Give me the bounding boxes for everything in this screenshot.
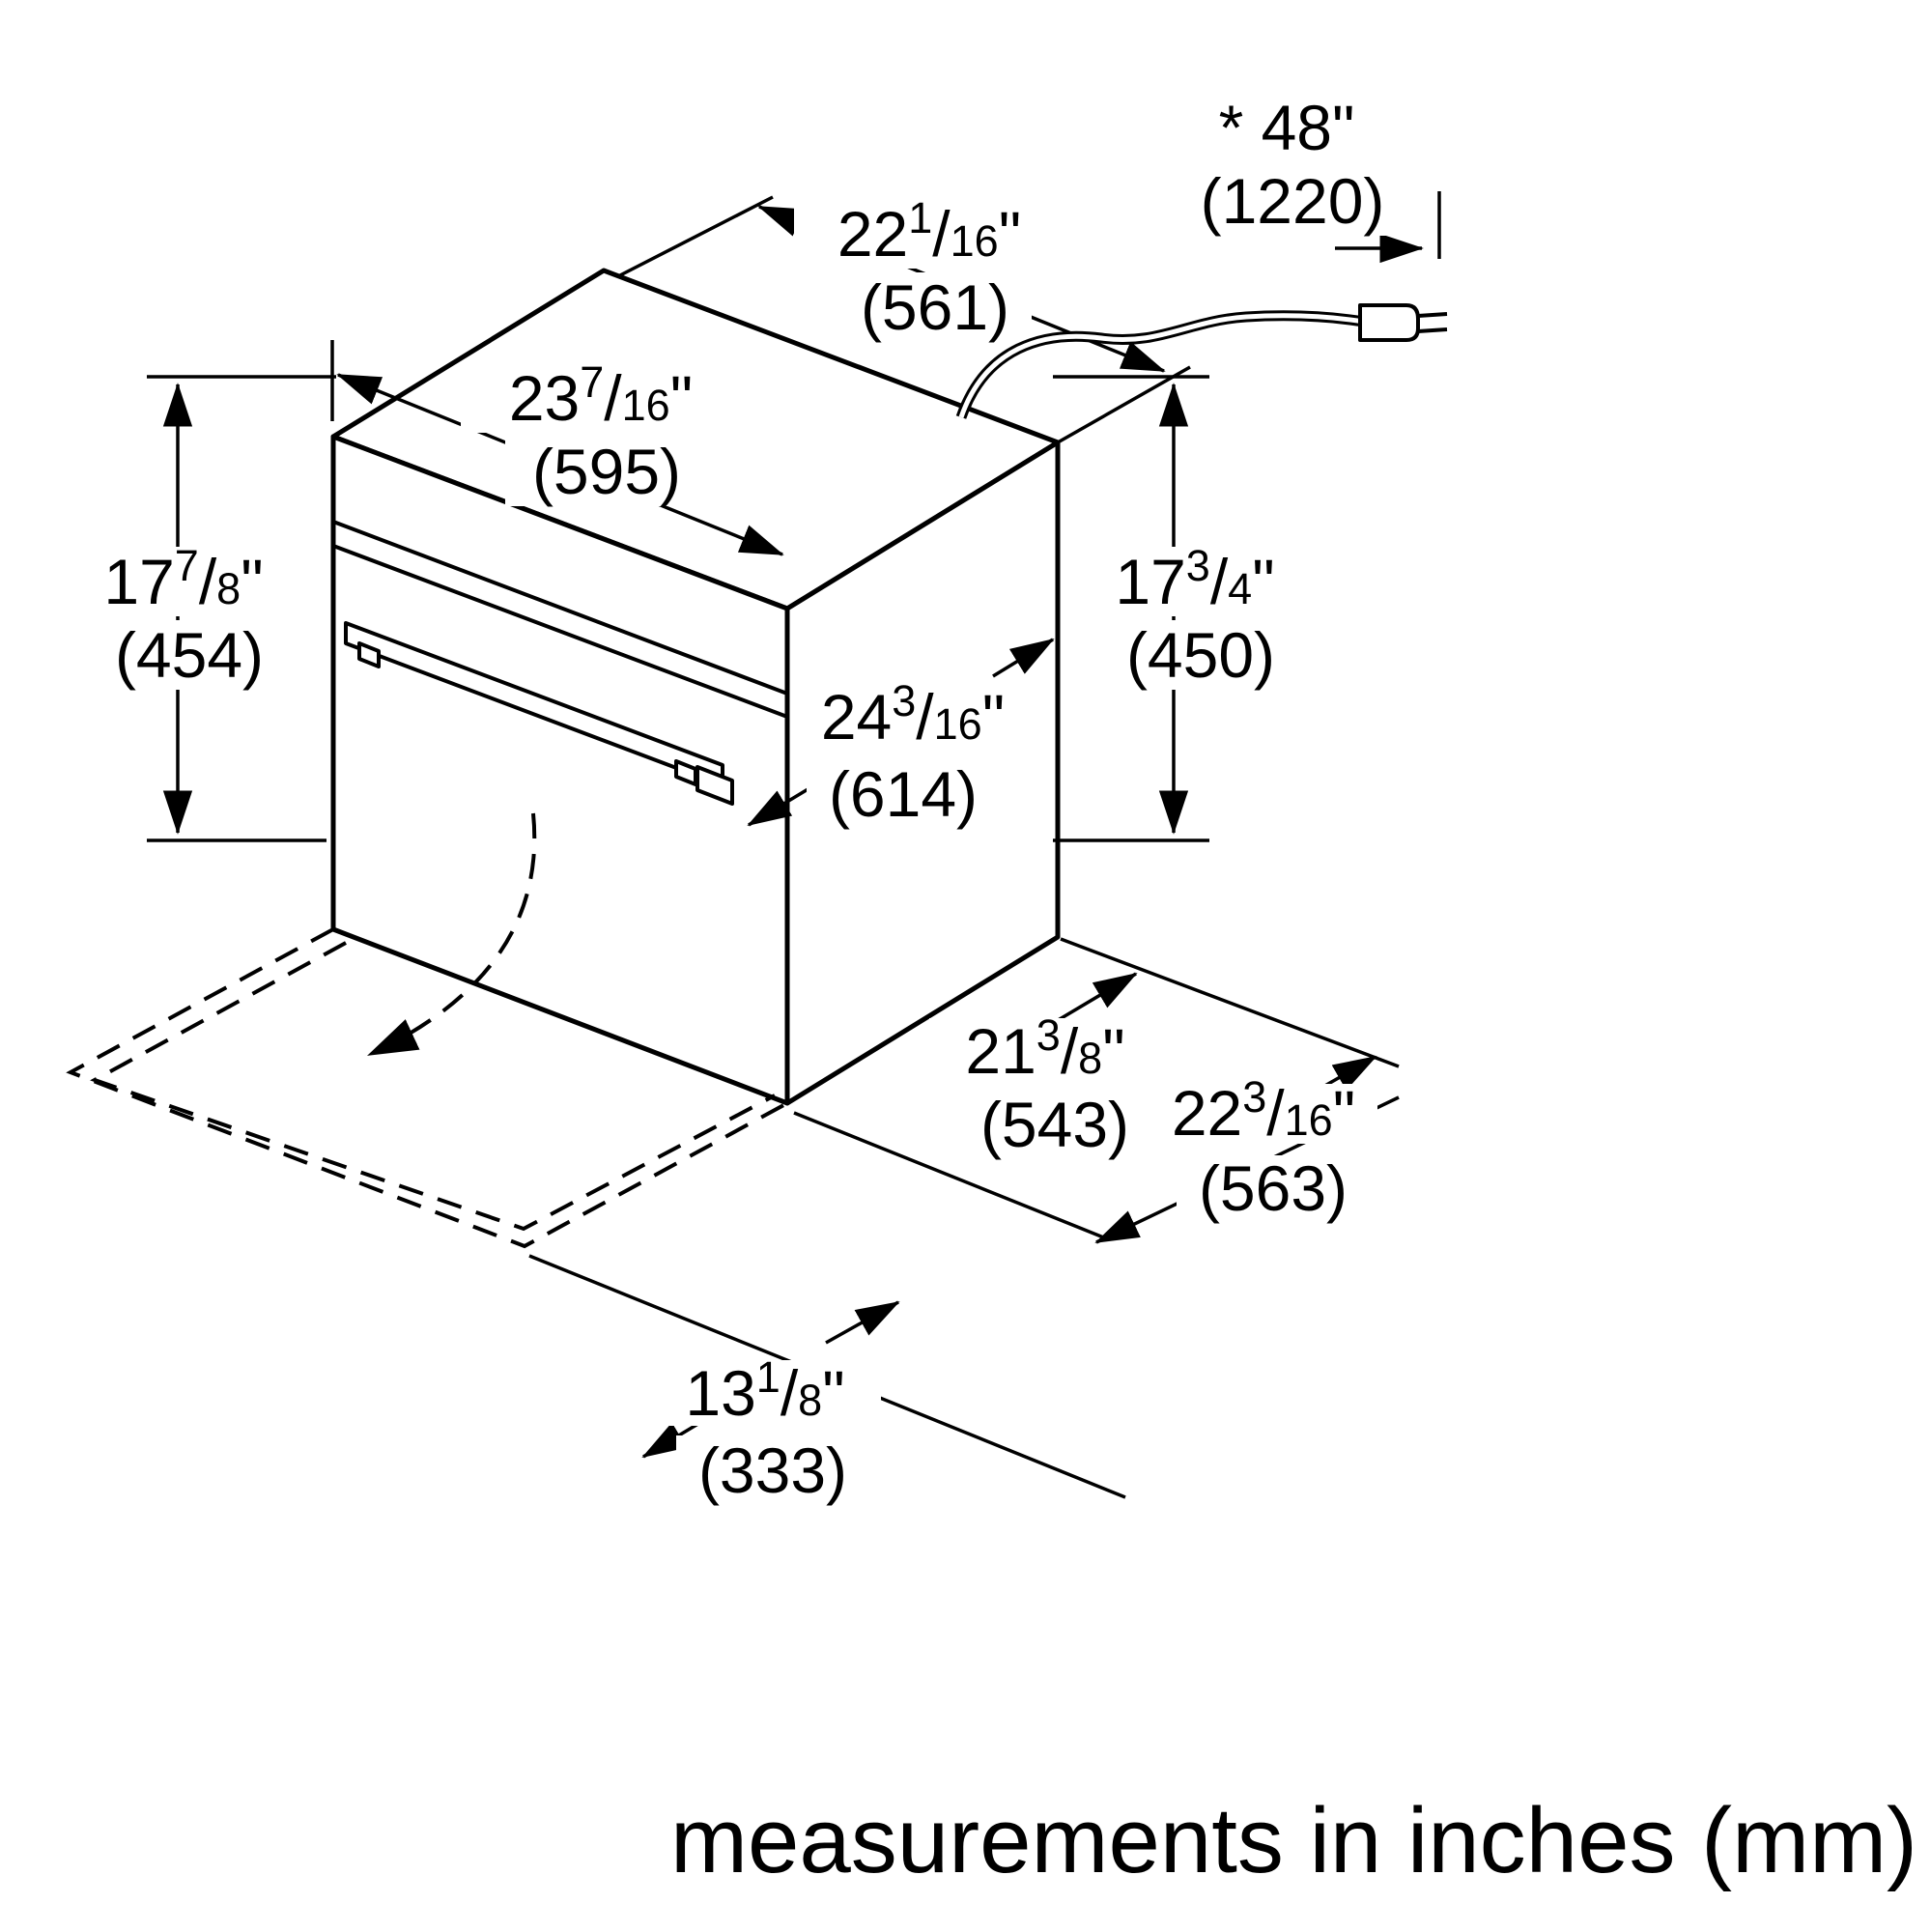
label-front-height-inch: 177/8" xyxy=(103,541,263,617)
label-rear-height-inch: 173/4" xyxy=(1115,541,1274,617)
door-handle xyxy=(344,621,734,806)
door-top-line xyxy=(332,544,788,719)
label-front-width-mm: (595) xyxy=(532,436,681,507)
label-bottom-depth-mm: (563) xyxy=(1199,1152,1348,1224)
dim-body-depth xyxy=(1054,937,1400,1068)
label-body-depth-mm: (543) xyxy=(980,1089,1129,1160)
label-top-depth-inch: 221/16" xyxy=(837,193,1021,270)
dim-cord-length xyxy=(1335,191,1441,264)
label-bottom-depth-inch: 223/16" xyxy=(1172,1072,1355,1149)
label-top-depth-mm: (561) xyxy=(861,271,1009,343)
power-plug xyxy=(1358,303,1448,342)
label-door-open-inch: 131/8" xyxy=(685,1352,844,1429)
units-caption: measurements in inches (mm) xyxy=(670,1789,1917,1892)
label-overall-depth-inch: 243/16" xyxy=(821,676,1005,753)
label-front-height-mm: (454) xyxy=(115,619,264,691)
label-cord-length-inch: * 48" xyxy=(1219,92,1355,163)
open-door-outline xyxy=(66,812,788,1249)
label-overall-depth-mm: (614) xyxy=(829,758,978,830)
dimension-labels: 221/16" (561) * 48" (1220) 237/16" (595)… xyxy=(103,92,1384,1506)
label-body-depth-inch: 213/8" xyxy=(965,1010,1124,1087)
door-swing-arrow xyxy=(367,812,537,1057)
dim-overall-depth xyxy=(747,638,1055,827)
label-masks xyxy=(53,93,1408,1501)
label-cord-length-mm: (1220) xyxy=(1201,165,1385,237)
power-cord xyxy=(955,303,1448,419)
label-door-open-mm: (333) xyxy=(698,1435,847,1506)
label-rear-height-mm: (450) xyxy=(1126,619,1275,691)
label-front-width-inch: 237/16" xyxy=(509,357,693,434)
